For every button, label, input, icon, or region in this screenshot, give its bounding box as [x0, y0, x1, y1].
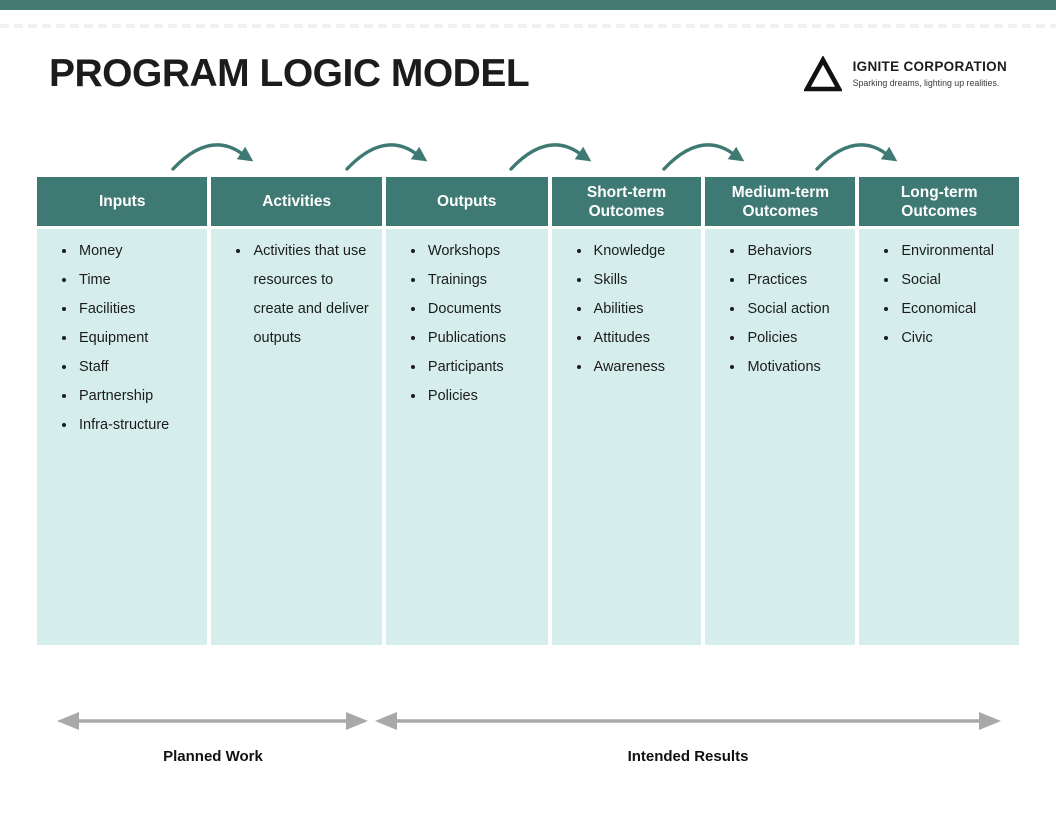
column-medium-term-outcomes: Medium-term Outcomes BehaviorsPracticesS… [705, 177, 856, 645]
flow-arrow-icon [815, 143, 898, 171]
column-body: Activities that use resources to create … [211, 229, 382, 645]
list-item: Social action [745, 295, 845, 324]
column-header: Long-term Outcomes [859, 177, 1020, 226]
list-item: Policies [426, 382, 538, 411]
logo-tagline: Sparking dreams, lighting up realities. [852, 77, 1000, 88]
list-item: Practices [745, 266, 845, 295]
planned-work-label: Planned Work [163, 748, 263, 765]
list-item: Abilities [592, 295, 692, 324]
list-item: Infra-structure [77, 411, 197, 440]
intended-results-label: Intended Results [627, 748, 749, 765]
list-item: Economical [899, 295, 1009, 324]
list-item: Facilities [77, 295, 197, 324]
list-item: Behaviors [745, 237, 845, 266]
list-item: Staff [77, 353, 197, 382]
column-item-list: MoneyTimeFacilitiesEquipmentStaffPartner… [59, 237, 197, 440]
list-item: Money [77, 237, 197, 266]
list-item: Motivations [745, 353, 845, 382]
column-body: WorkshopsTrainingsDocumentsPublicationsP… [385, 229, 548, 645]
column-short-term-outcomes: Short-term Outcomes KnowledgeSkillsAbili… [551, 177, 702, 645]
flow-arrow-icon [662, 143, 745, 171]
flow-arrow-icon [509, 143, 592, 171]
list-item: Trainings [426, 266, 538, 295]
list-item: Civic [899, 324, 1009, 353]
list-item: Awareness [592, 353, 692, 382]
column-item-list: KnowledgeSkillsAbilitiesAttitudesAwarene… [574, 237, 692, 382]
list-item: Environmental [899, 237, 1009, 266]
column-item-list: BehaviorsPracticesSocial actionPoliciesM… [727, 237, 845, 382]
planned-work-arrow-icon [57, 712, 368, 730]
list-item: Knowledge [592, 237, 692, 266]
column-header: Medium-term Outcomes [705, 177, 856, 226]
column-body: EnvironmentalSocialEconomicalCivic [859, 229, 1020, 645]
list-item: Equipment [77, 324, 197, 353]
logic-model-columns: Inputs MoneyTimeFacilitiesEquipmentStaff… [37, 177, 1020, 645]
column-inputs: Inputs MoneyTimeFacilitiesEquipmentStaff… [37, 177, 208, 645]
column-item-list: WorkshopsTrainingsDocumentsPublicationsP… [408, 237, 538, 411]
range-arrows [57, 712, 1001, 730]
column-activities: Activities Activities that use resources… [211, 177, 382, 645]
column-item-list: EnvironmentalSocialEconomicalCivic [881, 237, 1009, 353]
list-item: Documents [426, 295, 538, 324]
logo-name: IGNITE CORPORATION [852, 59, 1007, 74]
column-body: BehaviorsPracticesSocial actionPoliciesM… [705, 229, 856, 645]
top-accent-bar [0, 0, 1056, 10]
list-item: Time [77, 266, 197, 295]
triangle-outline-icon [803, 56, 842, 93]
intended-results-arrow-icon [375, 712, 1001, 730]
column-item-list: Activities that use resources to create … [233, 237, 371, 353]
logo: IGNITE CORPORATION Sparking dreams, ligh… [803, 54, 1007, 93]
column-header: Short-term Outcomes [551, 177, 702, 226]
column-header: Activities [211, 177, 382, 226]
list-item: Attitudes [592, 324, 692, 353]
list-item: Workshops [426, 237, 538, 266]
list-item: Activities that use resources to create … [251, 237, 371, 353]
list-item: Social [899, 266, 1009, 295]
column-body: MoneyTimeFacilitiesEquipmentStaffPartner… [37, 229, 208, 645]
list-item: Skills [592, 266, 692, 295]
flow-arrow-icon [345, 143, 428, 171]
column-long-term-outcomes: Long-term Outcomes EnvironmentalSocialEc… [859, 177, 1020, 645]
flow-arrow-icon [171, 143, 254, 171]
page-title: PROGRAM LOGIC MODEL [49, 52, 530, 95]
list-item: Participants [426, 353, 538, 382]
logo-text: IGNITE CORPORATION Sparking dreams, ligh… [853, 56, 1007, 88]
dashed-separator [0, 24, 1056, 28]
list-item: Publications [426, 324, 538, 353]
list-item: Partnership [77, 382, 197, 411]
column-header: Outputs [385, 177, 548, 226]
list-item: Policies [745, 324, 845, 353]
header-row: PROGRAM LOGIC MODEL IGNITE CORPORATION S… [49, 54, 1007, 93]
column-body: KnowledgeSkillsAbilitiesAttitudesAwarene… [551, 229, 702, 645]
column-header: Inputs [37, 177, 208, 226]
column-outputs: Outputs WorkshopsTrainingsDocumentsPubli… [385, 177, 548, 645]
